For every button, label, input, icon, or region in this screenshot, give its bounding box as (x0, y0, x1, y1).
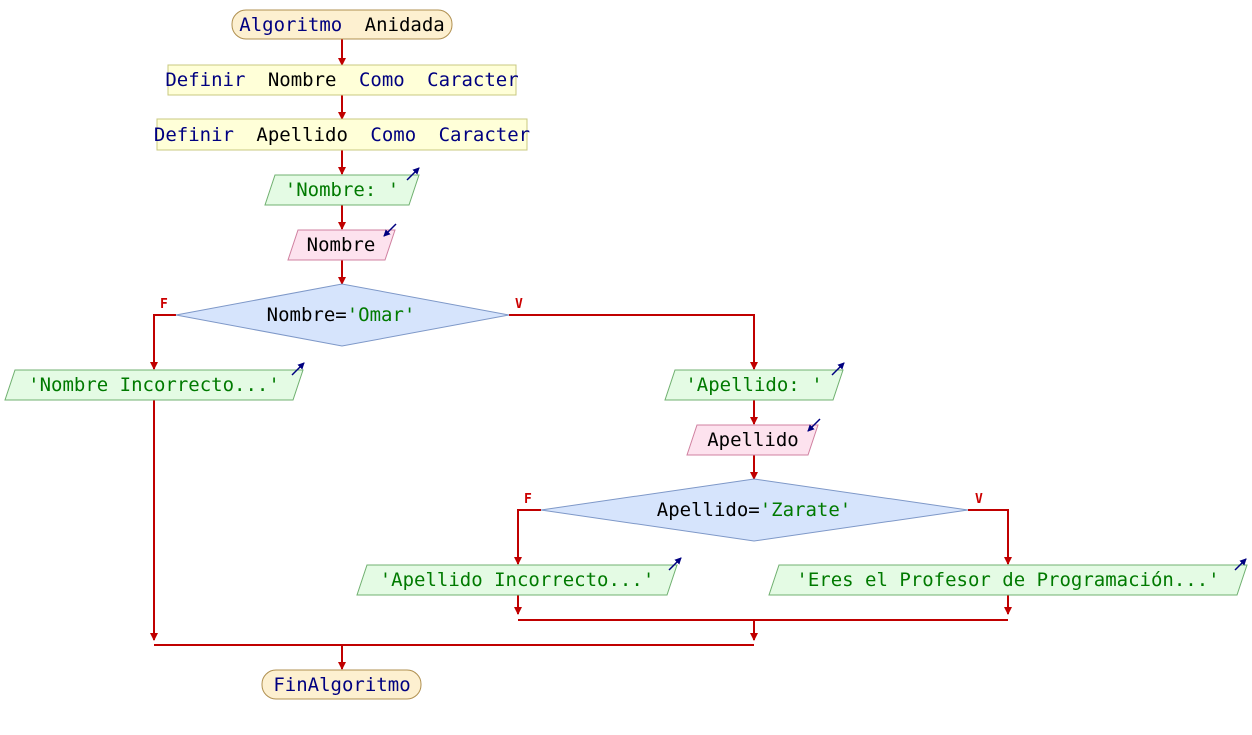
output-arrow-icon (406, 167, 420, 181)
input-apellido-text: Apellido (707, 429, 799, 451)
output-arrow-icon (668, 557, 682, 571)
decision-nombre-shape (175, 283, 510, 347)
input-apellido: Apellido (686, 418, 821, 456)
como-keyword: Como (370, 124, 416, 146)
decision-nombre-true-label: V (515, 297, 523, 312)
output-nombre-prompt-text: 'Nombre: ' (285, 179, 399, 201)
decision-apellido-shape (540, 478, 969, 542)
define-keyword: Definir (165, 69, 245, 91)
output-profesor-text: 'Eres el Profesor de Programación...' (796, 569, 1219, 591)
end-terminal-text: FinAlgoritmo (273, 674, 410, 696)
decision-apellido: Apellido='Zarate' F V (524, 478, 983, 542)
start-keyword: Algoritmo (239, 14, 342, 36)
condition-value: 'Omar' (347, 304, 416, 326)
process-define-nombre-shape (167, 64, 517, 96)
process-define-nombre: Definir Nombre Como Caracter (165, 64, 519, 96)
condition-operator: = (748, 499, 759, 521)
condition-value: 'Zarate' (760, 499, 852, 521)
arrow-decision1-false (150, 314, 176, 370)
start-algorithm-name: Anidada (365, 14, 445, 36)
condition-operator: = (335, 304, 346, 326)
output-apellido-incorrecto-text: 'Apellido Incorrecto...' (380, 569, 655, 591)
output-apellido-incorrecto: 'Apellido Incorrecto...' (356, 557, 682, 596)
arrow-decision1-true (509, 314, 758, 370)
process-define-apellido-shape (156, 118, 528, 151)
decision-nombre-false-label: F (160, 297, 168, 312)
arrow-decision2-false (514, 509, 541, 565)
output-apellido-prompt: 'Apellido: ' (664, 362, 845, 401)
input-arrow-icon (383, 223, 397, 237)
output-apellido-prompt-shape (664, 369, 844, 401)
output-nombre-incorrecto-text: 'Nombre Incorrecto...' (28, 374, 280, 396)
input-nombre-shape (287, 229, 396, 261)
process-define-apellido: Definir Apellido Como Caracter (154, 118, 530, 151)
input-arrow-icon (807, 418, 821, 432)
start-terminal: Algoritmo Anidada (231, 9, 453, 40)
output-arrow-icon (291, 362, 305, 376)
input-nombre: Nombre (287, 223, 397, 261)
type-keyword: Caracter (427, 69, 519, 91)
decision-apellido-true-label: V (975, 492, 983, 507)
condition-variable: Apellido (657, 499, 749, 521)
process-define-apellido-text: Definir Apellido Como Caracter (154, 124, 530, 146)
output-arrow-icon (1234, 558, 1247, 571)
arrow-decision2-true (968, 509, 1012, 565)
output-apellido-incorrecto-shape (356, 564, 678, 596)
input-nombre-text: Nombre (307, 234, 376, 256)
output-nombre-prompt-shape (264, 174, 420, 206)
como-keyword: Como (359, 69, 405, 91)
define-keyword: Definir (154, 124, 234, 146)
output-nombre-prompt: 'Nombre: ' (264, 167, 420, 206)
output-nombre-incorrecto: 'Nombre Incorrecto...' (4, 362, 305, 401)
process-define-nombre-text: Definir Nombre Como Caracter (165, 69, 518, 91)
output-nombre-incorrecto-shape (4, 369, 304, 401)
input-apellido-shape (686, 424, 819, 456)
output-profesor-shape (768, 564, 1248, 596)
end-terminal-shape (261, 669, 422, 700)
define-variable: Nombre (268, 69, 337, 91)
type-keyword: Caracter (439, 124, 531, 146)
connectors (150, 39, 1012, 670)
end-terminal: FinAlgoritmo (261, 669, 422, 700)
condition-variable: Nombre (267, 304, 336, 326)
start-terminal-shape (231, 9, 453, 40)
decision-apellido-false-label: F (524, 492, 532, 507)
output-arrow-icon (831, 362, 845, 376)
start-terminal-text: Algoritmo Anidada (239, 14, 444, 36)
output-apellido-prompt-text: 'Apellido: ' (685, 374, 822, 396)
output-profesor: 'Eres el Profesor de Programación...' (768, 558, 1248, 596)
define-variable: Apellido (256, 124, 348, 146)
decision-apellido-condition: Apellido='Zarate' (657, 499, 851, 521)
decision-nombre-condition: Nombre='Omar' (267, 304, 416, 326)
decision-nombre: Nombre='Omar' F V (160, 283, 523, 347)
